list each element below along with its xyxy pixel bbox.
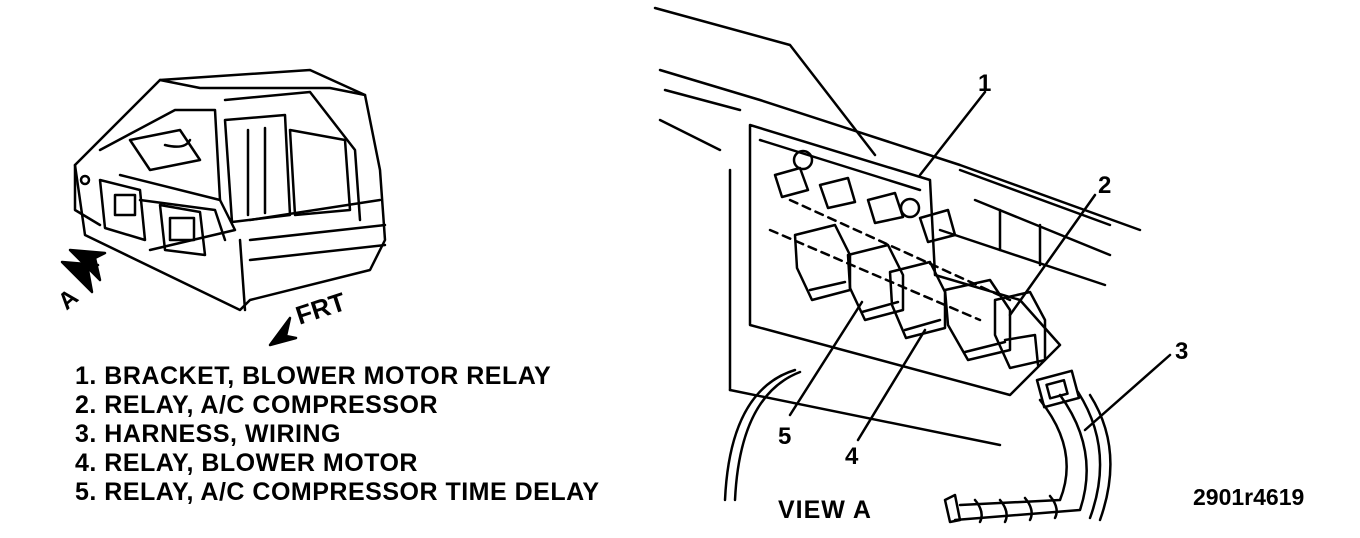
parts-legend: 1. BRACKET, BLOWER MOTOR RELAY 2. RELAY,…	[75, 362, 600, 507]
vehicle-cab-illustration	[73, 68, 387, 312]
front-arrow-icon	[268, 316, 298, 347]
figure-code: 2901r4619	[1193, 484, 1305, 510]
view-a-label: VIEW A	[778, 496, 872, 524]
view-a-illustration	[653, 6, 1172, 524]
legend-item-4: 4. RELAY, BLOWER MOTOR	[75, 449, 418, 477]
callout-5: 5	[778, 423, 792, 450]
legend-item-2: 2. RELAY, A/C COMPRESSOR	[75, 391, 439, 419]
callout-3: 3	[1175, 338, 1189, 365]
legend-item-3: 3. HARNESS, WIRING	[75, 420, 341, 448]
callout-4: 4	[845, 443, 859, 470]
callout-2: 2	[1098, 172, 1112, 199]
callout-1: 1	[978, 70, 992, 97]
legend-item-1: 1. BRACKET, BLOWER MOTOR RELAY	[75, 362, 552, 390]
legend-item-5: 5. RELAY, A/C COMPRESSOR TIME DELAY	[75, 478, 600, 506]
